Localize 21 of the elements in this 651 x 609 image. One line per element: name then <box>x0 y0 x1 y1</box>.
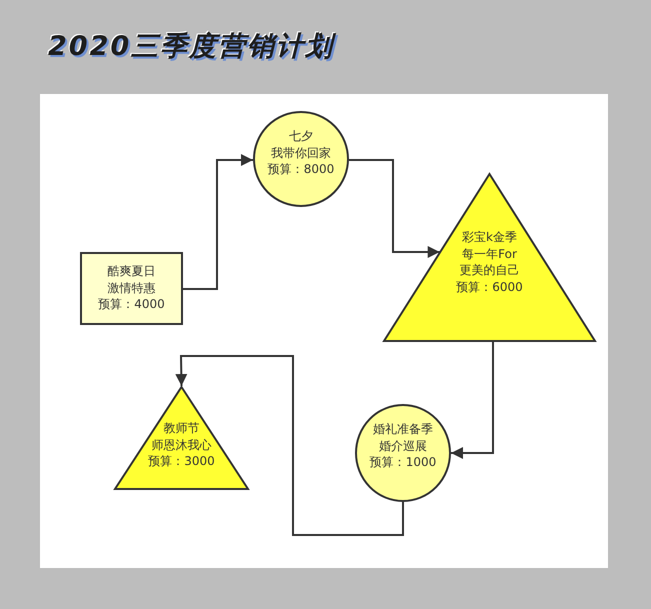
node-text: 预算：6000 <box>456 278 523 295</box>
node-text: 婚礼准备季 <box>373 421 433 438</box>
node-text: 婚介巡展 <box>379 438 427 454</box>
node-text: 师恩沐我心 <box>152 436 212 453</box>
title: 2020三季度营销计划 <box>48 30 334 64</box>
node-text: 七夕 <box>289 128 313 144</box>
node-text: 酷爽夏日 <box>108 263 156 280</box>
node-text: 预算：8000 <box>268 161 334 178</box>
arrow <box>183 154 253 290</box>
node-text: 激情特惠 <box>108 280 156 296</box>
node-text: 预算：3000 <box>148 453 215 470</box>
node-text: 我带你回家 <box>271 144 331 161</box>
node-text: 预算：4000 <box>98 296 165 312</box>
node-text: 更美的自己 <box>460 262 520 278</box>
node-text: 每一年For <box>462 246 517 262</box>
node-text: 预算：1000 <box>370 454 436 470</box>
node-text: 教师节 <box>164 420 200 436</box>
arrow <box>175 355 404 536</box>
arrow <box>349 159 440 258</box>
node-text: 彩宝k金季 <box>462 229 517 246</box>
arrow <box>451 342 494 459</box>
